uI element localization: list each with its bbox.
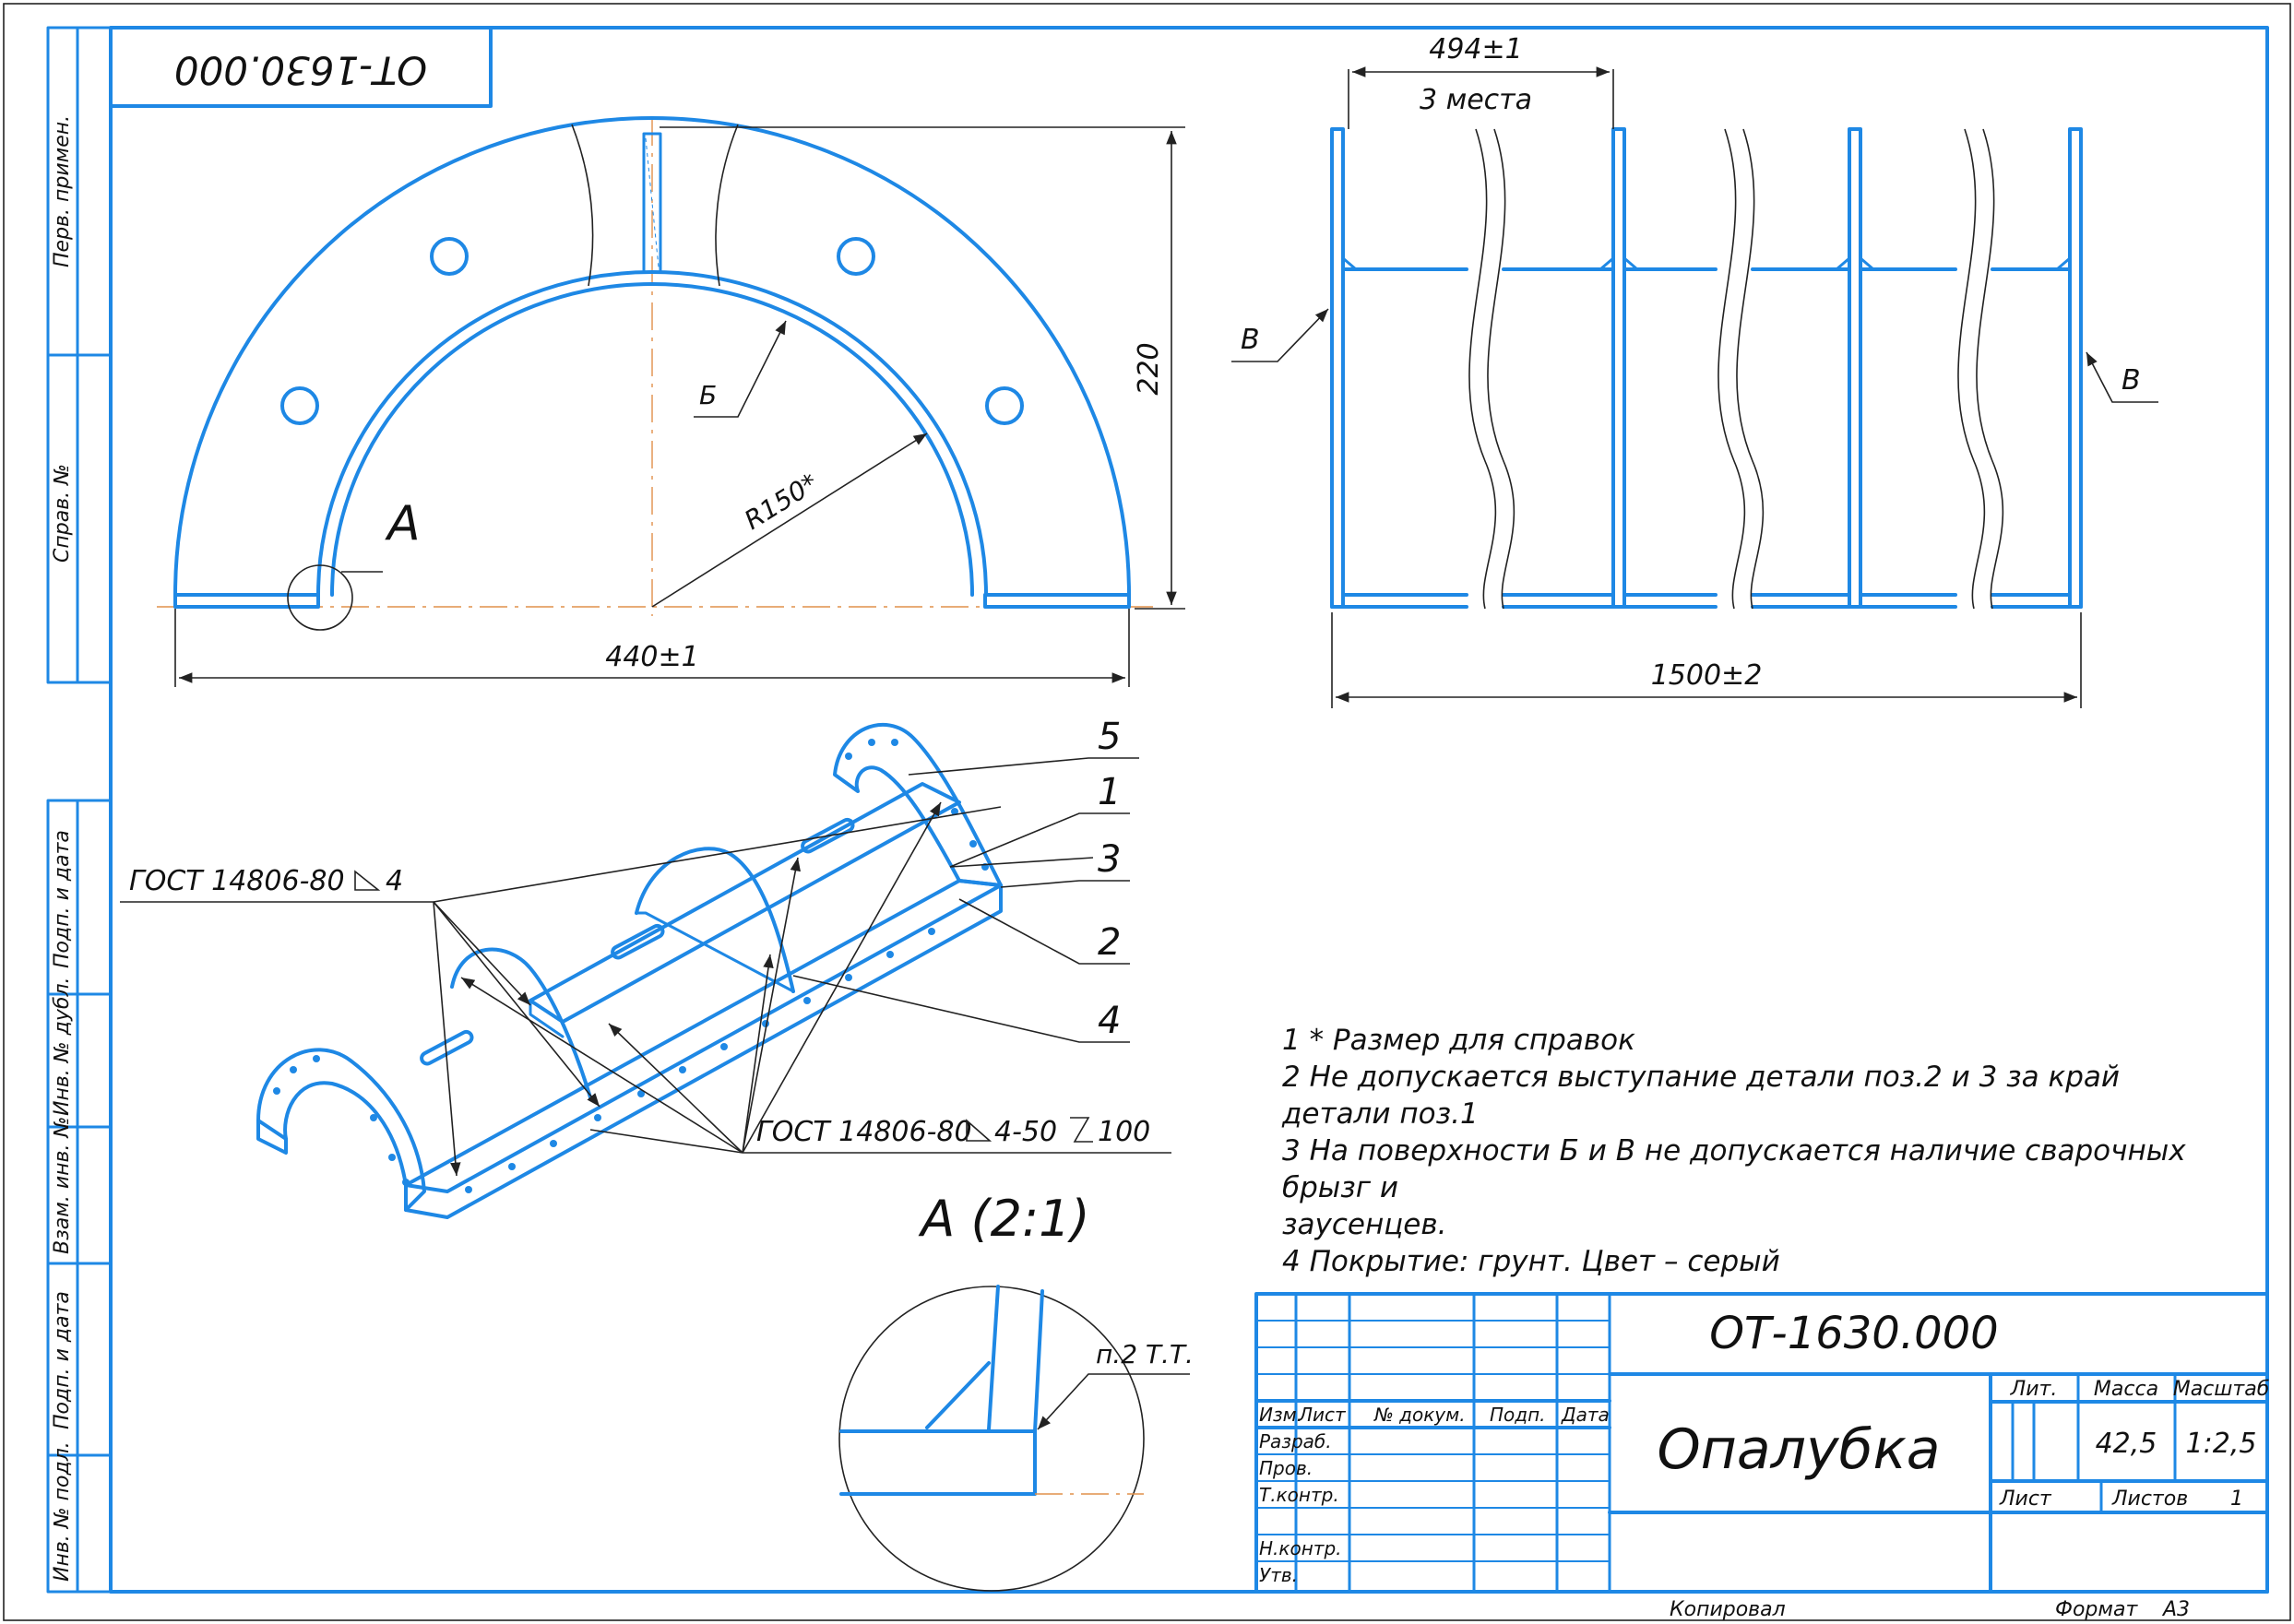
footer-copied: Копировал (1670, 1598, 1786, 1621)
dim-spacing-label: 494±1 (1429, 33, 1522, 65)
role-tkontr: Т.контр. (1259, 1484, 1339, 1506)
note-3-cont: заусенцев. (1282, 1208, 1447, 1241)
scale-label: Масштаб (2173, 1378, 2270, 1401)
strip-label-inv-dubl: Инв. № дубл. (51, 977, 74, 1116)
main-frame (109, 26, 2269, 1594)
dim-length-label: 1500±2 (1651, 659, 1763, 692)
role-nkontr: Н.контр. (1259, 1537, 1342, 1559)
strip-label-sprav: Справ. № (51, 464, 74, 563)
sheets-label: Листов (2111, 1488, 2188, 1511)
designation-rotated-box: ОТ-1630.000 (109, 26, 493, 108)
surface-b-label: Б (699, 380, 717, 410)
front-view: А R150* Б 440±1 220 (157, 116, 1185, 687)
surface-v-right: В (2122, 364, 2141, 397)
strip-label-inv-podl: Инв. № подл. (51, 1441, 74, 1582)
pos-3: 3 (1098, 838, 1121, 881)
hdr-doc: № докум. (1373, 1404, 1466, 1426)
left-strip: Перв. примен. Справ. № Подп. и дата Инв.… (46, 26, 113, 1594)
pos-2: 2 (1098, 921, 1121, 964)
outer-arc (173, 116, 1131, 597)
strip-label-vzam: Взам. инв. № (51, 1117, 74, 1254)
weld-bottom-spec2: 100 (1098, 1116, 1150, 1148)
role-prov: Пров. (1259, 1457, 1313, 1479)
pos-1: 1 (1098, 771, 1121, 813)
footer: Копировал Формат А3 (1670, 1598, 2190, 1621)
weld-symbol-bottom (966, 1119, 992, 1142)
role-razrab: Разраб. (1259, 1430, 1332, 1452)
outer-border (3, 3, 2291, 1621)
hdr-podp: Подп. (1490, 1404, 1546, 1426)
title-block: ОТ-1630.000 Опалубка Изм. Лист № докум. … (1254, 1292, 2270, 1594)
mass-label: Масса (2094, 1378, 2158, 1401)
weld-bottom-label: ГОСТ 14806-80 (756, 1116, 972, 1148)
note-4: 4 Покрытие: грунт. Цвет – серый (1282, 1245, 1780, 1278)
drawing-title: Опалубка (1657, 1417, 1940, 1482)
strip-label-perv: Перв. примен. (51, 115, 74, 267)
sheets-value: 1 (2230, 1488, 2243, 1511)
detail-a-label: А (385, 496, 421, 551)
dim-width-label: 440±1 (605, 641, 698, 673)
side-view: 494±1 3 места 1500±2 В В (1231, 33, 2158, 708)
detail-note: п.2 Т.Т. (1096, 1339, 1194, 1369)
mass-value: 42,5 (2096, 1428, 2157, 1460)
note-3: 3 На поверхности Б и В не допускается на… (1282, 1134, 2186, 1204)
footer-format-label: Формат (2055, 1598, 2138, 1621)
strip-label-podp-2: Подп. и дата (51, 1291, 74, 1429)
dim-height-label: 220 (1133, 342, 1165, 395)
technical-notes: 1 * Размер для справок 2 Не допускается … (1282, 1022, 2232, 1280)
note-2: 2 Не допускается выступание детали поз.2… (1282, 1061, 2121, 1131)
detail-a-view: А (2:1) п.2 Т.Т. (838, 1190, 1194, 1592)
weld-symbol-top (354, 870, 381, 891)
weld-chain-symbol (1070, 1117, 1093, 1143)
pos-5: 5 (1098, 716, 1121, 758)
designation: ОТ-1630.000 (1709, 1308, 1998, 1359)
lit-label: Лит. (2010, 1378, 2058, 1401)
scale-value: 1:2,5 (2186, 1428, 2257, 1460)
weld-bottom-spec: 4-50 (994, 1116, 1057, 1148)
pos-4: 4 (1098, 1000, 1121, 1042)
weld-top-label: ГОСТ 14806-80 (129, 865, 345, 897)
footer-format: А3 (2161, 1598, 2190, 1621)
designation-rotated: ОТ-1630.000 (174, 48, 427, 93)
hdr-date: Дата (1561, 1404, 1610, 1426)
hdr-izm: Изм. (1259, 1404, 1302, 1426)
weld-top-leg: 4 (386, 865, 403, 897)
iso-view: ГОСТ 14806-80 4 ГОСТ 14806-80 4-50 100 5… (120, 716, 1171, 1219)
hdr-list: Лист (1298, 1404, 1347, 1426)
strip-label-podp-1: Подп. и дата (51, 830, 74, 968)
surface-v-left: В (1241, 324, 1260, 356)
role-utv: Утв. (1259, 1564, 1298, 1586)
note-1: 1 * Размер для справок (1282, 1024, 1635, 1057)
dim-spacing-note: 3 места (1420, 84, 1532, 116)
detail-title: А (2:1) (918, 1190, 1089, 1248)
sheet-label: Лист (1999, 1488, 2052, 1511)
